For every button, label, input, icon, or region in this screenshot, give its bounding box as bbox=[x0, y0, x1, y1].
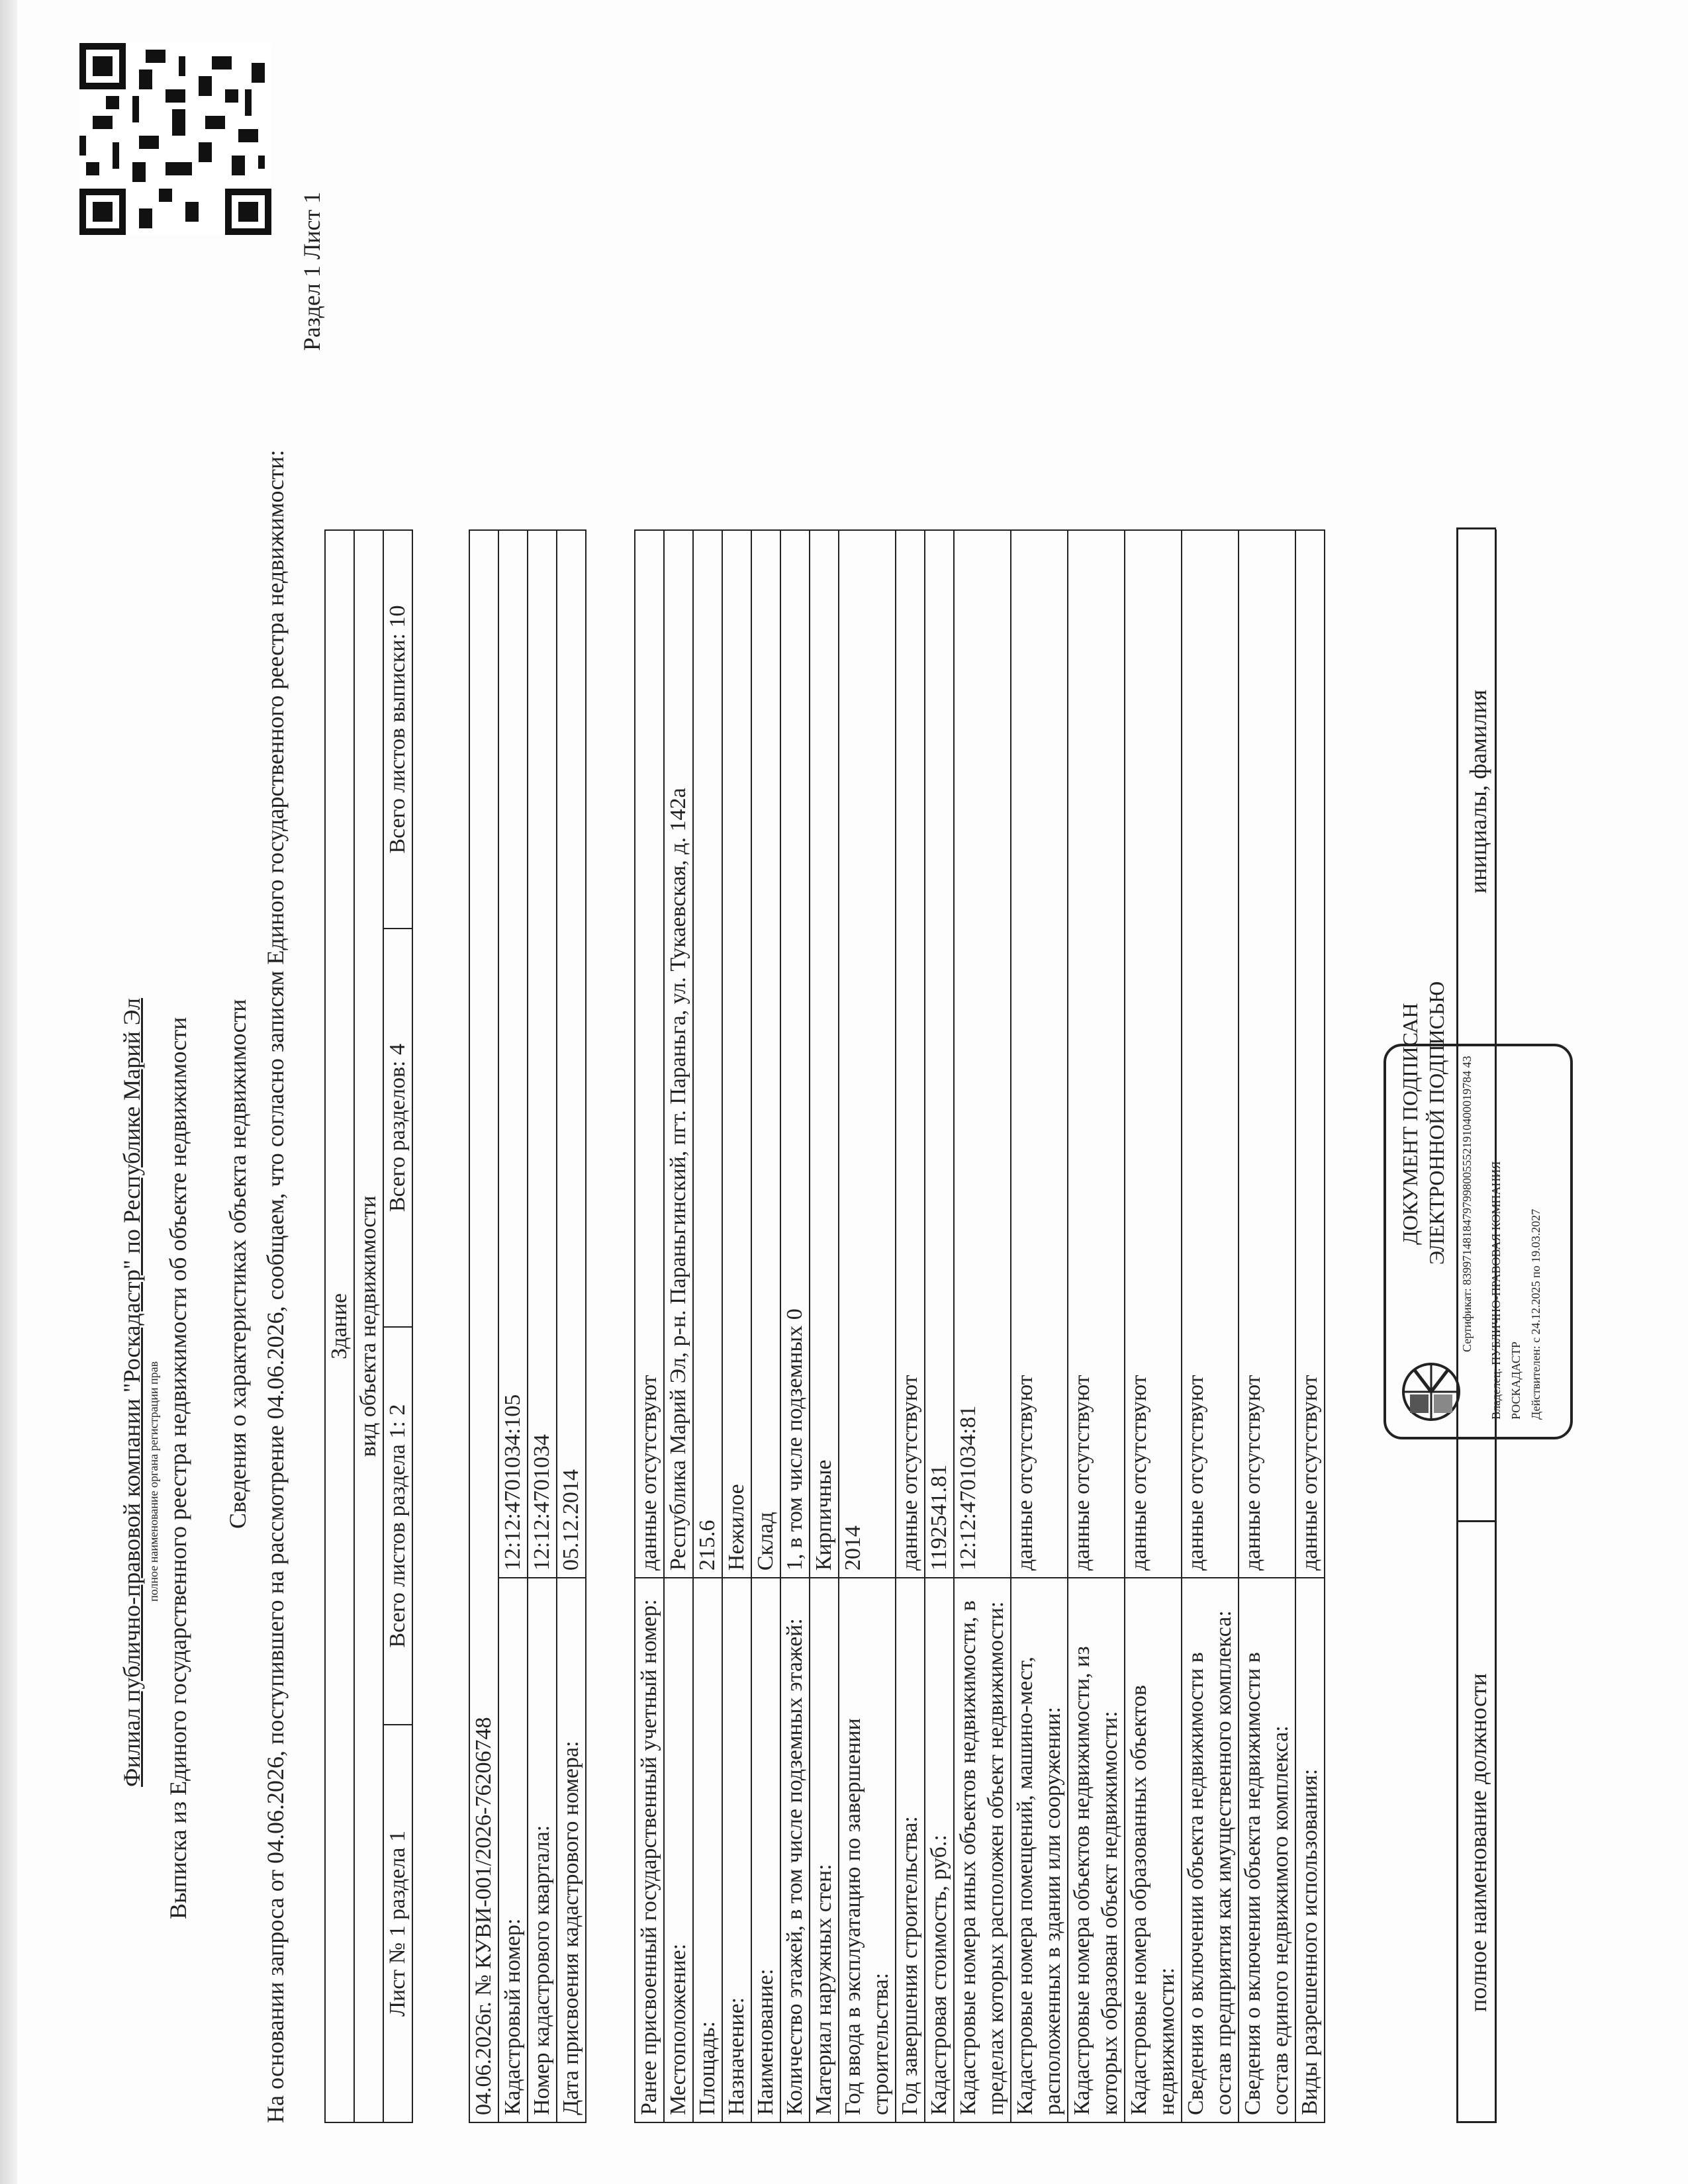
row-value: Склад bbox=[751, 530, 780, 1578]
table-row: Год завершения строительства:данные отсу… bbox=[896, 530, 925, 2122]
sections-total: Всего разделов: 4 bbox=[383, 929, 412, 1328]
record-table: 04.06.2026г. № КУВИ-001/2026-76206748 Ка… bbox=[469, 529, 586, 2123]
table-row: Ранее присвоенный государственный учетны… bbox=[635, 530, 664, 2122]
table-row: Количество этажей, в том числе подземных… bbox=[780, 530, 810, 2122]
table-row: Виды разрешенного использования:данные о… bbox=[1295, 530, 1325, 2122]
table-row: Материал наружных стен:Кирпичные bbox=[810, 530, 839, 2122]
row-value: 12:12:4701034:81 bbox=[954, 530, 1011, 1578]
extract-title: Выписка из Единого государственного реес… bbox=[165, 1017, 191, 1919]
table-row: Сведения о включении объекта недвижимост… bbox=[1239, 530, 1295, 2122]
basis-text: На основании запроса от 04.06.2026, пост… bbox=[262, 449, 289, 2123]
row-value: данные отсутствуют bbox=[896, 530, 925, 1578]
row-value: данные отсутствуют bbox=[1068, 530, 1125, 1578]
row-value: данные отсутствуют bbox=[1182, 530, 1239, 1578]
stamp-title-1: ДОКУМЕНТ ПОДПИСАН bbox=[1398, 1003, 1422, 1245]
table-row: Год ввода в эксплуатацию по завершении с… bbox=[839, 530, 896, 2122]
row-label: Номер кадастрового квартала: bbox=[528, 1578, 557, 2122]
row-label: Количество этажей, в том числе подземных… bbox=[780, 1578, 810, 2122]
row-value: 12:12:4701034 bbox=[528, 530, 557, 1578]
section-sheet: Раздел 1 Лист 1 bbox=[299, 191, 325, 351]
table-row: Кадастровые номера иных объектов недвижи… bbox=[954, 530, 1011, 2122]
sheet-no: Лист № 1 раздела 1 bbox=[383, 1725, 412, 2122]
signature-divider-left bbox=[1456, 2121, 1496, 2123]
row-label: Кадастровые номера помещений, машино-мес… bbox=[1011, 1578, 1068, 2122]
sheets-in-section: Всего листов раздела 1: 2 bbox=[383, 1327, 412, 1725]
row-label: Дата присвоения кадастрового номера: bbox=[557, 1578, 586, 2122]
row-value: данные отсутствуют bbox=[635, 530, 664, 1578]
branch-line: Филиал публично-правовой компании "Роска… bbox=[118, 997, 145, 1787]
row-value: 05.12.2014 bbox=[557, 530, 586, 1578]
row-label: Кадастровая стоимость, руб.: bbox=[925, 1578, 954, 2122]
signature-divider-right bbox=[1456, 527, 1496, 529]
table-row: Номер кадастрового квартала: 12:12:47010… bbox=[528, 530, 557, 2122]
row-label: Кадастровый номер: bbox=[498, 1578, 528, 2122]
row-label: Виды разрешенного использования: bbox=[1295, 1578, 1325, 2122]
e-signature-stamp: ДОКУМЕНТ ПОДПИСАН ЭЛЕКТРОННОЙ ПОДПИСЬЮ С… bbox=[1383, 981, 1573, 1439]
qr-code-icon bbox=[79, 43, 271, 235]
row-label: Сведения о включении объекта недвижимост… bbox=[1182, 1578, 1239, 2122]
stamp-certificate: Сертификат: 8399714818479799800555219104… bbox=[1460, 1056, 1474, 1352]
row-value: 1, в том числе подземных 0 bbox=[780, 530, 810, 1578]
table-row: Назначение:Нежилое bbox=[722, 530, 751, 2122]
object-type: Здание bbox=[325, 530, 354, 2122]
stamp-owner-1: Владелец: ПУБЛИЧНО-ПРАВОВАЯ КОМПАНИЯ bbox=[1489, 1161, 1503, 1420]
row-label: Сведения о включении объекта недвижимост… bbox=[1239, 1578, 1295, 2122]
row-label: Кадастровые номера иных объектов недвижи… bbox=[954, 1578, 1011, 2122]
row-label: Наименование: bbox=[751, 1578, 780, 2122]
row-value: данные отсутствуют bbox=[1239, 530, 1295, 1578]
row-value: Республика Марий Эл, р-н. Параньгинский,… bbox=[664, 530, 693, 1578]
table-row: Площадь:215.6 bbox=[693, 530, 722, 2122]
table-row: Дата присвоения кадастрового номера: 05.… bbox=[557, 530, 586, 2122]
signature-divider-mid bbox=[1456, 1520, 1496, 1522]
characteristics-table: Ранее присвоенный государственный учетны… bbox=[634, 529, 1325, 2123]
row-value: Нежилое bbox=[722, 530, 751, 1578]
row-label: Кадастровые номера объектов недвижимости… bbox=[1068, 1578, 1125, 2122]
row-value: 215.6 bbox=[693, 530, 722, 1578]
row-label: Ранее присвоенный государственный учетны… bbox=[635, 1578, 664, 2122]
table-row: Кадастровые номера объектов недвижимости… bbox=[1068, 530, 1125, 2122]
row-value: 12:12:4701034:105 bbox=[498, 530, 528, 1578]
sheets-total: Всего листов выписки: 10 bbox=[383, 530, 412, 929]
row-label: Местоположение: bbox=[664, 1578, 693, 2122]
row-value: данные отсутствуют bbox=[1011, 530, 1068, 1578]
row-label: Материал наружных стен: bbox=[810, 1578, 839, 2122]
scan-edge bbox=[0, 0, 17, 2184]
record-date-number: 04.06.2026г. № КУВИ-001/2026-76206748 bbox=[469, 530, 498, 2122]
row-label: Назначение: bbox=[722, 1578, 751, 2122]
roskadastr-logo-icon bbox=[1402, 1363, 1460, 1421]
row-value: данные отсутствуют bbox=[1295, 530, 1325, 1578]
stamp-owner-2: РОСКАДАСТР bbox=[1509, 1342, 1523, 1420]
row-value: данные отсутствуют bbox=[1125, 530, 1182, 1578]
row-value: 2014 bbox=[839, 530, 896, 1578]
object-type-caption: вид объекта недвижимости bbox=[354, 530, 383, 2122]
table-row: Кадастровая стоимость, руб.:1192541.81 bbox=[925, 530, 954, 2122]
table-row: Кадастровый номер: 12:12:4701034:105 bbox=[498, 530, 528, 2122]
stamp-valid: Действителен: с 24.12.2025 по 19.03.2027 bbox=[1529, 1208, 1542, 1420]
row-label: Кадастровые номера образованных объектов… bbox=[1125, 1578, 1182, 2122]
table-row: Местоположение:Республика Марий Эл, р-н.… bbox=[664, 530, 693, 2122]
row-label: Год завершения строительства: bbox=[896, 1578, 925, 2122]
row-label: Площадь: bbox=[693, 1578, 722, 2122]
table-row: Наименование:Склад bbox=[751, 530, 780, 2122]
branch-caption: полное наименование органа регистрации п… bbox=[147, 1361, 160, 1602]
position-caption: полное наименование должности bbox=[1465, 1673, 1491, 2012]
table-row: Кадастровые номера помещений, машино-мес… bbox=[1011, 530, 1068, 2122]
row-value: 1192541.81 bbox=[925, 530, 954, 1578]
table-row: Сведения о включении объекта недвижимост… bbox=[1182, 530, 1239, 2122]
row-label: Год ввода в эксплуатацию по завершении с… bbox=[839, 1578, 896, 2122]
row-value: Кирпичные bbox=[810, 530, 839, 1578]
section-title: Сведения о характеристиках объекта недви… bbox=[224, 999, 251, 1529]
object-type-table: Здание вид объекта недвижимости Лист № 1… bbox=[324, 529, 413, 2123]
table-row: Кадастровые номера образованных объектов… bbox=[1125, 530, 1182, 2122]
stamp-title-2: ЭЛЕКТРОННОЙ ПОДПИСЬЮ bbox=[1425, 981, 1448, 1265]
name-caption: инициалы, фамилия bbox=[1465, 690, 1491, 893]
